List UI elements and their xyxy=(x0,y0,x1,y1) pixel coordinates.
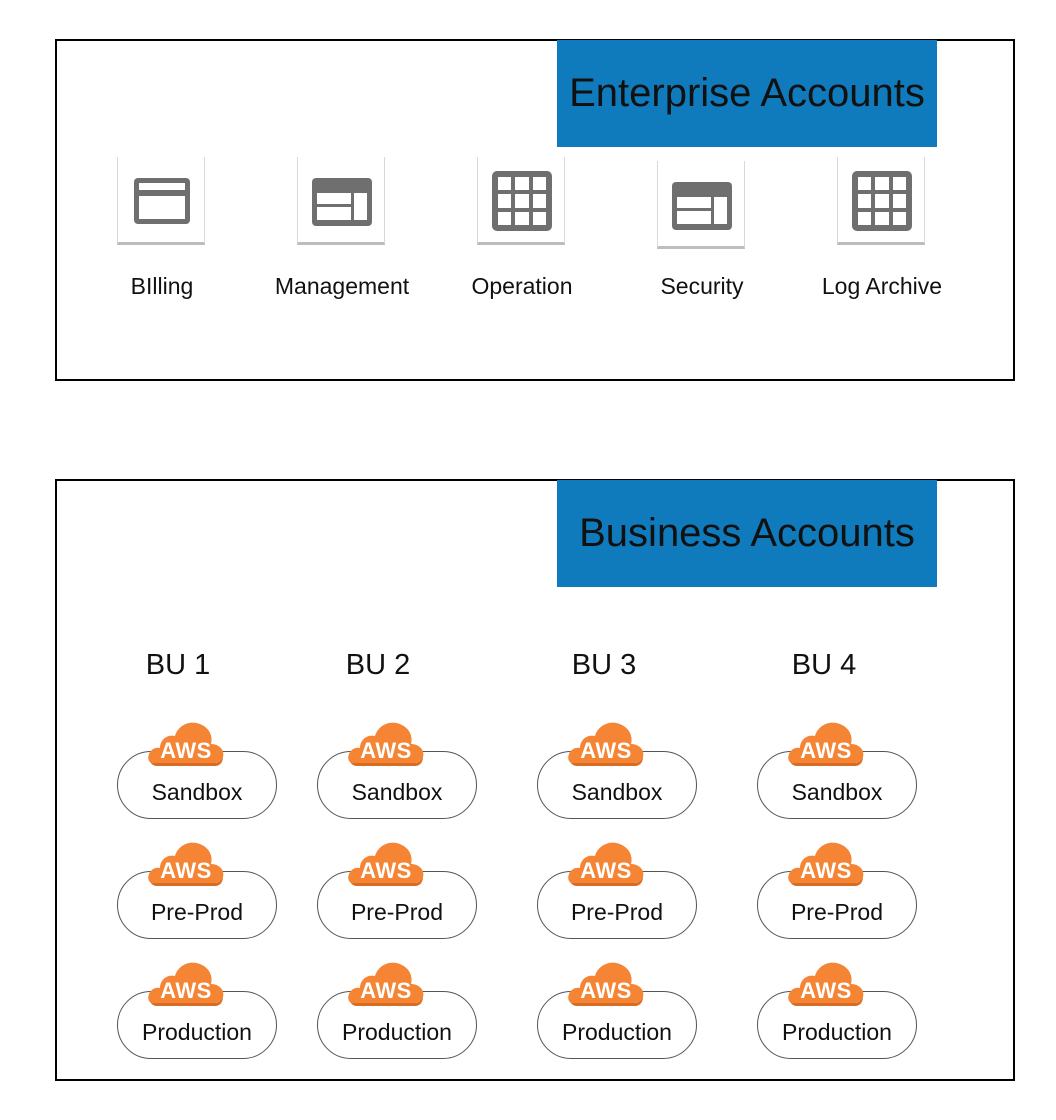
environment-label: Production xyxy=(142,1019,252,1045)
aws-cloud-icon xyxy=(567,839,645,898)
aws-logo-text: AWS xyxy=(580,858,632,883)
aws-logo-text: AWS xyxy=(580,978,632,1003)
environment-label: Sandbox xyxy=(351,779,443,805)
environment-label: Production xyxy=(562,1019,672,1045)
aws-logo-text: AWS xyxy=(160,978,212,1003)
environment-label: Pre-Prod xyxy=(150,899,244,925)
aws-cloud-icon xyxy=(347,719,425,778)
bu-header: BU 3 xyxy=(571,649,637,681)
aws-account-production[interactable]: AWS Production xyxy=(757,959,919,1075)
account-pill xyxy=(537,751,697,819)
window-layout-icon xyxy=(297,157,385,245)
window-layout-icon xyxy=(657,161,745,249)
enterprise-accounts-panel: Enterprise Accounts BIlling Management xyxy=(55,39,1015,381)
account-label: Management xyxy=(274,273,410,299)
environment-label: Sandbox xyxy=(791,779,883,805)
aws-cloud-icon xyxy=(147,839,225,898)
business-accounts-title: Business Accounts xyxy=(557,480,937,587)
aws-account-sandbox[interactable]: AWS Sandbox xyxy=(757,719,919,835)
aws-account-sandbox[interactable]: AWS Sandbox xyxy=(117,719,279,835)
aws-logo-text: AWS xyxy=(160,738,212,763)
aws-account-pre-prod[interactable]: AWS Pre-Prod xyxy=(537,839,699,955)
account-pill xyxy=(757,991,917,1059)
aws-logo-text: AWS xyxy=(360,858,412,883)
aws-cloud-icon xyxy=(787,839,865,898)
grid-icon xyxy=(837,157,925,245)
environment-label: Sandbox xyxy=(151,779,243,805)
enterprise-accounts-title: Enterprise Accounts xyxy=(557,40,937,147)
account-label: Operation xyxy=(471,273,573,299)
aws-cloud-icon xyxy=(787,719,865,778)
aws-cloud-icon xyxy=(787,959,865,1018)
aws-account-production[interactable]: AWS Production xyxy=(317,959,479,1075)
aws-account-production[interactable]: AWS Production xyxy=(117,959,279,1075)
bu-header: BU 4 xyxy=(791,649,857,681)
aws-account-pre-prod[interactable]: AWS Pre-Prod xyxy=(117,839,279,955)
aws-account-sandbox[interactable]: AWS Sandbox xyxy=(537,719,699,835)
aws-logo-text: AWS xyxy=(800,858,852,883)
account-management[interactable]: Management xyxy=(257,157,427,317)
account-label: Log Archive xyxy=(821,273,943,299)
aws-logo-text: AWS xyxy=(360,978,412,1003)
environment-label: Production xyxy=(342,1019,452,1045)
aws-cloud-icon xyxy=(347,959,425,1018)
bu-header: BU 2 xyxy=(345,649,411,681)
grid-icon xyxy=(477,157,565,245)
aws-logo-text: AWS xyxy=(360,738,412,763)
aws-cloud-icon xyxy=(147,959,225,1018)
account-label: BIlling xyxy=(130,273,194,299)
aws-logo-text: AWS xyxy=(580,738,632,763)
account-label: Security xyxy=(660,273,744,299)
aws-cloud-icon xyxy=(347,839,425,898)
environment-label: Pre-Prod xyxy=(570,899,664,925)
environment-label: Sandbox xyxy=(571,779,663,805)
credit-card-icon xyxy=(117,157,205,245)
aws-account-pre-prod[interactable]: AWS Pre-Prod xyxy=(317,839,479,955)
account-security[interactable]: Security xyxy=(617,161,787,321)
aws-cloud-icon xyxy=(147,719,225,778)
aws-logo-text: AWS xyxy=(800,738,852,763)
environment-label: Pre-Prod xyxy=(790,899,884,925)
environment-label: Pre-Prod xyxy=(350,899,444,925)
aws-account-pre-prod[interactable]: AWS Pre-Prod xyxy=(757,839,919,955)
account-log-archive[interactable]: Log Archive xyxy=(797,157,967,317)
aws-cloud-icon xyxy=(567,719,645,778)
aws-cloud-icon xyxy=(567,959,645,1018)
aws-logo-text: AWS xyxy=(160,858,212,883)
aws-logo-text: AWS xyxy=(800,978,852,1003)
aws-account-production[interactable]: AWS Production xyxy=(537,959,699,1075)
environment-label: Production xyxy=(782,1019,892,1045)
aws-account-sandbox[interactable]: AWS Sandbox xyxy=(317,719,479,835)
bu-header: BU 1 xyxy=(145,649,211,681)
account-billing[interactable]: BIlling xyxy=(77,157,247,317)
account-operation[interactable]: Operation xyxy=(437,157,607,317)
